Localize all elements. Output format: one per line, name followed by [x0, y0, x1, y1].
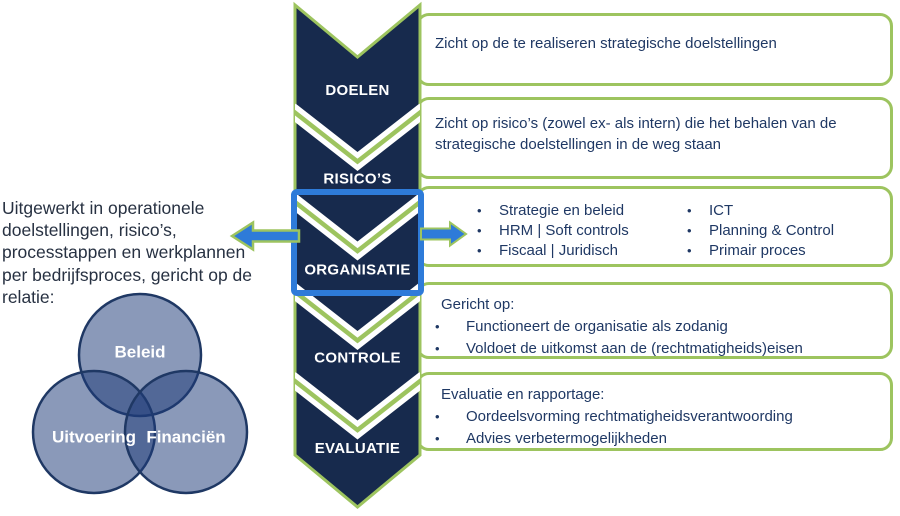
venn-circle-financien	[123, 369, 249, 495]
paragraph-line: relatie:	[2, 286, 55, 307]
paragraph-line: Uitgewerkt in operationele	[2, 198, 205, 218]
junction-stripe-white	[295, 103, 420, 172]
bullet-text: Strategie en beleid	[499, 202, 625, 219]
detail-box-risicos: Zicht op risico’s (zowel ex- als intern)…	[416, 97, 893, 179]
step-label-controle: CONTROLE	[314, 350, 401, 367]
venn-label-uitvoering: Uitvoering	[52, 428, 136, 447]
bullet-icon: •	[435, 431, 440, 446]
chevron-junction-stripes	[295, 103, 420, 440]
bullet-text: Planning & Control	[709, 222, 835, 239]
bullet-text: Advies verbetermogelijkheden	[466, 430, 667, 447]
bullet-text: Fiscaal | Juridisch	[499, 242, 618, 259]
list-item: • HRM | Soft controls	[477, 221, 629, 241]
paragraph-line: per bedrijfsproces, gericht op de	[2, 264, 252, 285]
bullet-icon: •	[435, 409, 440, 424]
step-label-organisatie: ORGANISATIE	[304, 262, 410, 279]
junction-stripe-green	[295, 286, 420, 344]
junction-stripe-white	[295, 282, 420, 351]
list-item: • Functioneert de organisatie als zodanig	[435, 316, 882, 338]
list-item: • Primair proces	[687, 241, 834, 261]
bullet-icon: •	[687, 203, 692, 218]
detail-box-controle: Gericht op: • Functioneert de organisatie…	[416, 282, 893, 359]
detail-box-doelen: Zicht op de te realiseren strategische d…	[416, 13, 893, 86]
junction-stripe-white	[295, 372, 420, 440]
list-item: • Planning & Control	[687, 221, 834, 241]
bullet-text: Primair proces	[709, 242, 806, 259]
bullet-icon: •	[687, 243, 692, 258]
list-item: • Fiscaal | Juridisch	[477, 241, 629, 261]
venn-diagram: Beleid Uitvoering Financiën	[31, 292, 249, 495]
junction-stripe-white	[295, 193, 420, 261]
bullet-text: HRM | Soft controls	[499, 222, 629, 239]
venn-label-beleid: Beleid	[114, 343, 165, 362]
detail-box-evaluatie: Evaluatie en rapportage: • Oordeelsvormin…	[416, 372, 893, 451]
organisatie-bullet-column-1: • Strategie en beleid • HRM | Soft control…	[477, 201, 629, 261]
organisatie-bullet-column-2: • ICT • Planning & Control • Primair proces	[687, 201, 834, 261]
step-label-risicos: RISICO’S	[323, 171, 391, 188]
bullet-text: Functioneert de organisatie als zodanig	[466, 318, 728, 335]
paragraph-line: processtappen en werkplannen	[2, 242, 246, 263]
detail-box-organisatie: • Strategie en beleid • HRM | Soft control…	[416, 186, 893, 267]
bullet-text: Oordeelsvorming rechtmatigheidsverantwoo…	[466, 408, 793, 425]
detail-box-controle-header: Gericht op:	[441, 296, 515, 313]
bullet-icon: •	[477, 223, 482, 238]
organisatie-highlight-frame	[291, 189, 424, 296]
bullet-icon: •	[435, 341, 440, 356]
junction-stripe-green	[295, 107, 420, 165]
list-item: • Oordeelsvorming rechtmatigheidsverantwo…	[435, 406, 882, 428]
list-item: • Voldoet de uitkomst aan de (rechtmatigh…	[435, 338, 882, 360]
bullet-icon: •	[477, 203, 482, 218]
list-item: • Strategie en beleid	[477, 201, 629, 221]
list-item: • Advies verbetermogelijkheden	[435, 428, 882, 450]
detail-box-doelen-text: Zicht op de te realiseren strategische d…	[435, 35, 777, 52]
venn-label-financien: Financiën	[146, 428, 225, 447]
bullet-icon: •	[435, 319, 440, 334]
bullet-icon: •	[477, 243, 482, 258]
paragraph-line: doelstellingen, risico’s,	[2, 220, 177, 241]
junction-stripe-green	[295, 197, 420, 254]
detail-box-evaluatie-header: Evaluatie en rapportage:	[441, 386, 605, 403]
detail-box-risicos-text: Zicht op risico’s (zowel ex- als intern)…	[435, 115, 837, 153]
list-item: • ICT	[687, 201, 834, 221]
bullet-text: ICT	[709, 202, 734, 219]
bullet-icon: •	[687, 223, 692, 238]
left-annotation-paragraph: Uitgewerkt in operationele doelstellinge…	[2, 197, 264, 308]
chevron-backbone	[293, 1, 422, 509]
step-label-doelen: DOELEN	[325, 82, 389, 99]
junction-stripe-green	[295, 376, 420, 433]
bullet-text: Voldoet de uitkomst aan de (rechtmatighe…	[466, 340, 803, 357]
step-label-evaluatie: EVALUATIE	[315, 440, 400, 457]
